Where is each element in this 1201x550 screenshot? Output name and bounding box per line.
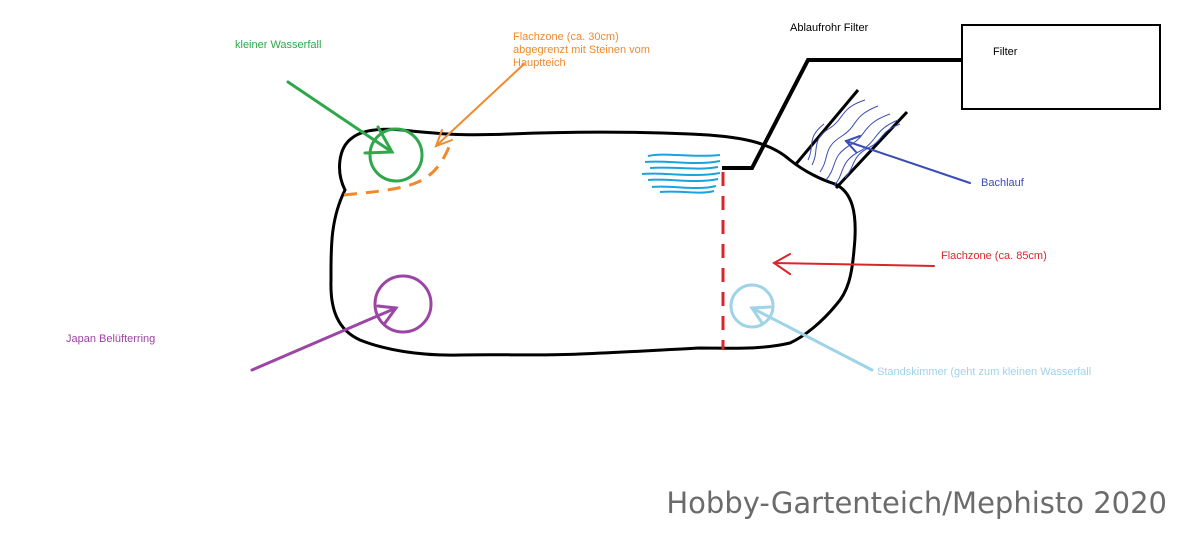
bachlauf-arrow (844, 135, 971, 184)
skimmer-arrow (749, 305, 874, 372)
label-japan-belueferring: Japan Belüfterring (66, 333, 156, 345)
pond-outline (329, 127, 857, 357)
aeration-ring-arrow (250, 304, 399, 372)
watermark: Hobby-Gartenteich/Mephisto 2020 (666, 486, 1167, 520)
flachzone-large-arrow (772, 253, 935, 275)
label-flachzone-30-line1: Flachzone (ca. 30cm) (513, 31, 619, 43)
skimmer-circle (729, 283, 775, 329)
label-kleiner-wasserfall: kleiner Wasserfall (235, 39, 322, 51)
label-flachzone-30-line3: Hauptteich (513, 57, 566, 69)
label-standskimmer: Standskimmer (geht zum kleinen Wasserfal… (877, 366, 1092, 378)
label-filter: Filter (993, 46, 1018, 58)
waterfall-circle (368, 127, 424, 183)
label-flachzone-85: Flachzone (ca. 85cm) (941, 250, 1047, 262)
filter-box (961, 24, 1161, 110)
outflow-pipe (722, 58, 962, 170)
inflow-water (641, 153, 721, 194)
flachzone-small-arrow (434, 63, 525, 148)
aeration-ring-circle (373, 274, 433, 334)
label-bachlauf: Bachlauf (981, 177, 1024, 189)
label-ablaufrohr: Ablaufrohr Filter (790, 22, 869, 34)
stream-bank-left (794, 89, 860, 165)
flachzone-small-boundary (343, 139, 454, 197)
waterfall-arrow (286, 80, 395, 155)
label-flachzone-30-line2: abgegrenzt mit Steinen vom (513, 44, 650, 56)
